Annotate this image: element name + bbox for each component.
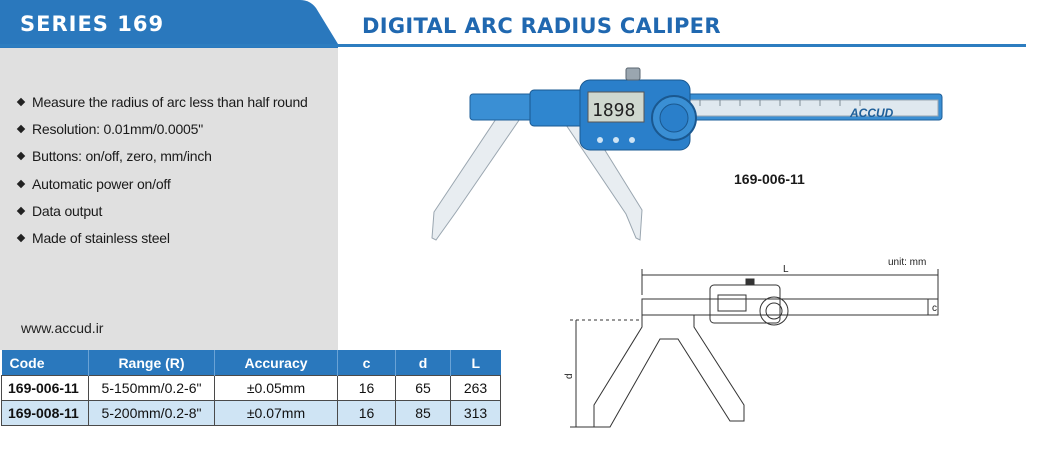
cell-range: 5-150mm/0.2-6" [88, 375, 215, 401]
cell-d: 65 [395, 375, 451, 401]
bullet-icon [16, 97, 26, 106]
drawing-jaws [593, 315, 745, 428]
cell-accuracy: ±0.05mm [214, 375, 338, 401]
technical-drawing: d c [564, 269, 939, 428]
bullet-icon [16, 206, 26, 216]
cell-d: 85 [395, 400, 451, 426]
dimension-L-label: L [783, 264, 789, 275]
cell-c: 16 [337, 400, 396, 426]
spec-table: Code Range (R) Accuracy c d L 169-006-11… [1, 350, 501, 426]
col-header-d: d [395, 350, 451, 376]
cell-accuracy: ±0.07mm [214, 400, 338, 426]
series-tab: SERIES 169 [0, 0, 338, 48]
feature-item: Automatic power on/off [16, 170, 308, 197]
button-icon [613, 137, 619, 143]
lcd-readout: 1898 [592, 100, 635, 121]
feature-item: Buttons: on/off, zero, mm/inch [16, 143, 308, 170]
series-tab-shape [0, 0, 338, 48]
dimension-d-label: d [564, 373, 575, 379]
feature-panel: Measure the radius of arc less than half… [0, 48, 338, 350]
lock-screw-icon [625, 67, 641, 81]
drawing-beam [641, 298, 939, 316]
bullet-icon [16, 233, 26, 243]
col-header-accuracy: Accuracy [214, 350, 338, 376]
col-header-l: L [450, 350, 501, 376]
feature-item: Resolution: 0.01mm/0.0005" [16, 115, 308, 142]
table-header-row: Code Range (R) Accuracy c d L [1, 350, 501, 376]
cell-l: 313 [450, 400, 501, 426]
product-title: DIGITAL ARC RADIUS CALIPER [362, 14, 721, 38]
model-label: 169-006-11 [734, 171, 805, 187]
left-jaw [431, 109, 527, 241]
caliper-photo: ACCUD 1898 [431, 67, 943, 241]
feature-list: Measure the radius of arc less than half… [16, 88, 308, 252]
lcd-screen [587, 91, 645, 123]
unit-label: unit: mm [888, 257, 927, 268]
col-header-code: Code [1, 350, 89, 376]
feature-item: Measure the radius of arc less than half… [16, 88, 308, 115]
cell-c: 16 [337, 375, 396, 401]
button-icon [629, 137, 635, 143]
cell-range: 5-200mm/0.2-8" [88, 400, 215, 426]
table-row: 169-008-11 5-200mm/0.2-8" ±0.07mm 16 85 … [1, 400, 501, 426]
cell-code: 169-008-11 [1, 400, 89, 426]
brand-label: ACCUD [849, 106, 894, 120]
bullet-icon [16, 151, 26, 161]
col-header-c: c [337, 350, 396, 376]
cell-code: 169-006-11 [1, 375, 89, 401]
dimension-c-label: c [932, 303, 937, 314]
button-icon [597, 137, 603, 143]
bullet-icon [16, 179, 26, 188]
bullet-icon [16, 124, 26, 134]
feature-item: Data output [16, 197, 308, 224]
header-rule [0, 44, 1026, 47]
cell-l: 263 [450, 375, 501, 401]
website-link[interactable]: www.accud.ir [21, 320, 104, 336]
col-header-range: Range (R) [88, 350, 215, 376]
drawing-display [717, 294, 747, 312]
table-row: 169-006-11 5-150mm/0.2-6" ±0.05mm 16 65 … [1, 375, 501, 401]
feature-item: Made of stainless steel [16, 224, 308, 251]
drawing-wheel [759, 296, 789, 326]
thumb-wheel-center [659, 103, 689, 133]
series-title: SERIES 169 [20, 12, 165, 36]
drawing-slider [709, 284, 781, 324]
